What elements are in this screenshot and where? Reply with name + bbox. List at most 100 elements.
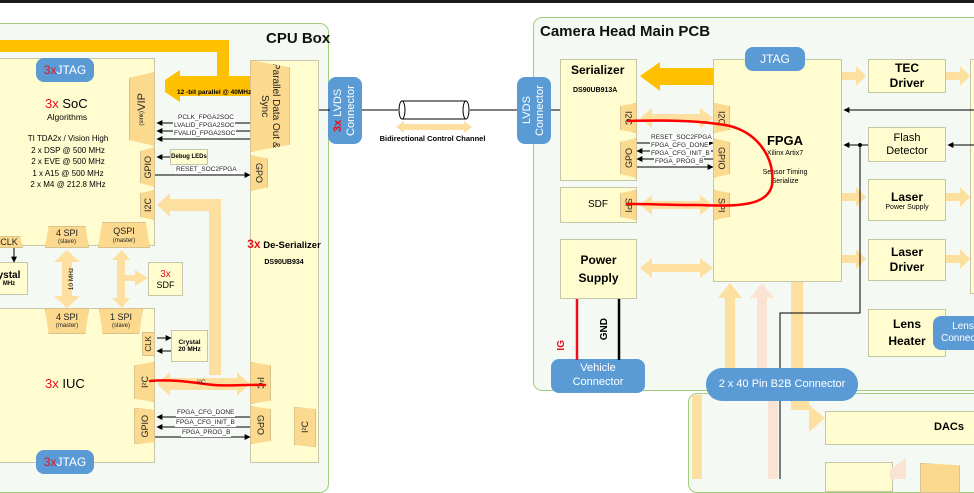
power-supply-label: Power Supply (578, 253, 619, 285)
iuc-clk-port: CLK (142, 332, 155, 356)
soc-subtitle: Algorithms (47, 112, 88, 122)
sdf-camera-label: SDF (588, 199, 608, 210)
cam-sig-prog-b: FPGA_PROG_B (654, 158, 705, 166)
b2b-connector-label: 2 x 40 Pin B2B Connector (718, 377, 846, 390)
iuc-spi1-sub: (slave) (111, 323, 130, 329)
sdf-count: 3x (160, 268, 171, 280)
serializer-title: Serializer (571, 63, 625, 77)
cam-sig-cfg-init: FPGA_CFG_INIT_B (650, 150, 711, 158)
sdf-cpu-block: 3x SDF (148, 262, 183, 296)
laser-ps-block: Laser Power Supply (868, 179, 946, 221)
crystal-left-l2: MHz (2, 281, 16, 287)
parallel-bus-arrow (0, 40, 250, 102)
soc-jtag-count: 3x (43, 62, 57, 77)
deserializer-title: 3x De-Serializer DS90UB934 (247, 236, 321, 271)
red-annotation-strokes (148, 119, 774, 387)
iuc-spi4-label: 4 SPI (55, 312, 78, 322)
iuc-jtag-count: 3x (43, 454, 57, 469)
debug-leds-label: Debug LEDs (171, 153, 207, 160)
spi4-sub: (slave) (57, 239, 76, 245)
fpga-part: Xilinx Artix7 (766, 150, 804, 157)
serializer-part: DS90UB913A (573, 87, 618, 94)
sig-fvalid: FVALID_FPGA2SOC (173, 130, 237, 138)
crystal-iuc: Crystal 20 MHz (171, 330, 208, 362)
crystal-left: ystal MHz (0, 262, 28, 295)
laser-ps-sub: Power Supply (885, 203, 929, 211)
cable-label-text: Bidirectional Control Channel (379, 134, 486, 143)
soc-jtag-label: JTAG (56, 62, 87, 77)
dacs-label: DACs (934, 421, 964, 433)
qspi-label: QSPI (113, 225, 135, 236)
serializer-bus-arrow (640, 62, 713, 91)
laser-driver-label: Laser Driver (889, 245, 925, 274)
ser-i2c-label: I2C (623, 110, 634, 125)
camera-light-arrows (640, 66, 970, 479)
laser-ps-name: Laser (890, 189, 924, 204)
dacs-block (825, 411, 974, 445)
soc-spec: TI TDA2x / Vision High (27, 134, 109, 143)
iuc-jtag-label: JTAG (56, 454, 87, 469)
lens-connector[interactable]: Lens Connector (933, 316, 974, 350)
camera-lvds-connector[interactable]: LVDS Connector (517, 77, 551, 144)
power-supply-block: Power Supply (560, 239, 637, 299)
soc-signal-lines (11, 109, 560, 440)
sig-i2c-link: I²C (197, 379, 206, 386)
clk-label: CLK (0, 237, 18, 247)
soc-spec: 2 x EVE @ 500 MHz (31, 157, 105, 166)
sdf-label: SDF (156, 279, 175, 290)
soc-specs: TI TDA2x / Vision High 2 x DSP @ 500 MHz… (18, 133, 118, 191)
fpga-i2c-label: I2C (716, 110, 727, 125)
deser-gpo-label: GPO (254, 162, 264, 183)
qspi-bus-arrow (112, 250, 148, 308)
sig-reset: RESET_SOC2FPGA (175, 166, 238, 174)
iuc-spi4-sub: (master) (55, 323, 79, 329)
i2c-bus-arrow (157, 193, 250, 396)
fpga-gpio-label: GPIO (716, 146, 727, 170)
sig-prog-b: FPGA_PROG_B (181, 429, 232, 437)
fpga-func2: Serialize (771, 178, 799, 185)
tec-driver-block: TEC Driver (868, 59, 946, 93)
deser-title-line: 3x De-Serializer (247, 236, 321, 254)
fpga-jtag-label: JTAG (760, 51, 790, 66)
spi-speed-label: 10 MHz (68, 268, 75, 290)
iuc-spi1-port: 1 SPI (slave) (99, 308, 143, 334)
vehicle-connector[interactable]: Vehicle Connector (551, 359, 645, 393)
soc-name: SoC (62, 96, 88, 111)
cable-icon (398, 100, 470, 120)
fpga-labels: FPGA Xilinx Artix7 Sensor Timing Seriali… (740, 133, 830, 185)
sig-pclk: PCLK_FPGA2SOC (177, 114, 235, 122)
iuc-name: IUC (62, 376, 85, 391)
cpu-lvds-connector[interactable]: 3x LVDS Connector (328, 77, 362, 144)
fpga-jtag-pill[interactable]: JTAG (745, 47, 805, 71)
soc-count: 3x (45, 96, 59, 111)
deser-parallel-label: Parallel Data Out & Sync (259, 63, 281, 149)
deser-parallel-port: Parallel Data Out & Sync (250, 60, 290, 152)
b2b-connector[interactable]: 2 x 40 Pin B2B Connector (706, 368, 858, 401)
iuc-count: 3x (45, 376, 59, 391)
sig-lvalid: LVALID_FPGA2SOC (173, 122, 236, 130)
lens-connector-label: Lens Connector (941, 320, 974, 345)
sig-cfg-init: FPGA_CFG_INIT_B (175, 419, 236, 427)
deser-name: De-Serializer (263, 240, 321, 251)
bidirectional-arrow (396, 121, 472, 133)
soc-spec: 2 x DSP @ 500 MHz (31, 145, 105, 155)
spi-10mhz-arrow (54, 250, 80, 308)
sig-cfg-done: FPGA_CFG_DONE (176, 409, 236, 417)
flash-detector-label: Flash Detector (886, 131, 928, 157)
parallel-bus-label: 12 -bit parallel @ 40MHz (177, 89, 252, 96)
lens-heater-label: Lens Heater (888, 317, 926, 348)
vehicle-connector-label: Vehicle Connector (572, 362, 624, 388)
cpu-box-title: CPU Box (266, 30, 331, 47)
crystal-iuc-l1: Crystal (178, 339, 201, 346)
connections-overlay: 10 MHz (0, 40, 974, 479)
laser-driver-block: Laser Driver (868, 239, 946, 281)
window-top-edge (0, 0, 974, 3)
soc-spec: 2 x M4 @ 212.8 MHz (30, 180, 106, 189)
soc-spec: 1 x A15 @ 500 MHz (32, 168, 104, 178)
deser-part: DS90UB934 (264, 259, 304, 266)
soc-title: 3x SoC (45, 96, 88, 111)
deser-i2c-label: I²C (255, 377, 266, 389)
camera-head-title: Camera Head Main PCB (540, 23, 711, 40)
